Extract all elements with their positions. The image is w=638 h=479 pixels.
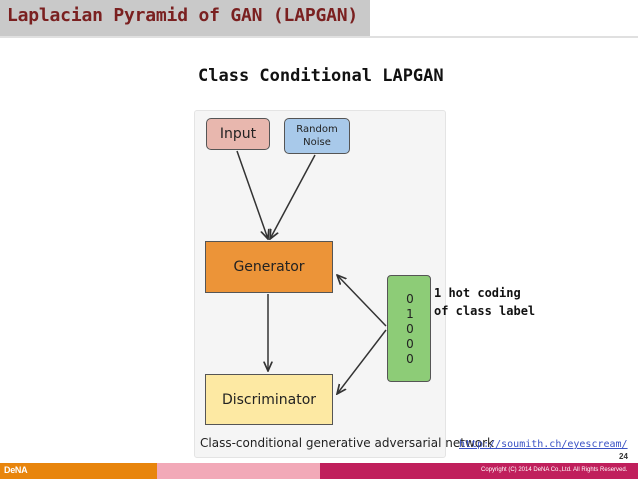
copyright-text: Copyright (C) 2014 DeNA Co.,Ltd. All Rig… (481, 467, 628, 473)
edge-input-generator (236, 150, 268, 239)
title-bar: Laplacian Pyramid of GAN (LAPGAN) (0, 0, 370, 36)
footer-segment-orange (0, 463, 157, 479)
source-link[interactable]: http://soumith.ch/eyescream/ (459, 439, 628, 450)
class-label-digit: 0 (406, 322, 414, 336)
slide-title: Laplacian Pyramid of GAN (LAPGAN) (7, 5, 359, 26)
footer-segment-pink (157, 463, 320, 479)
input-node: Input (206, 118, 270, 150)
edge-label-generator (337, 275, 387, 327)
page-number: 24 (619, 452, 628, 461)
footer-segment-magenta (320, 463, 638, 479)
class-label-digit: 1 (406, 307, 414, 321)
dena-logo: DeNA (4, 465, 28, 475)
class-label-digit: 0 (406, 292, 414, 306)
diagram-caption: Class-conditional generative adversarial… (200, 436, 494, 450)
title-divider (0, 36, 638, 38)
edge-label-discriminator (337, 329, 387, 394)
class-label-node: 0 1 0 0 0 (387, 275, 431, 382)
random-noise-node: Random Noise (284, 118, 350, 154)
discriminator-node: Discriminator (205, 374, 333, 425)
footer-bar (0, 463, 638, 479)
generator-node: Generator (205, 241, 333, 293)
edge-noise-generator (270, 154, 316, 239)
slide-subtitle: Class Conditional LAPGAN (198, 66, 444, 86)
one-hot-annotation: 1 hot coding of class label (434, 286, 536, 318)
class-label-digit: 0 (406, 337, 414, 351)
class-label-digit: 0 (406, 352, 414, 366)
